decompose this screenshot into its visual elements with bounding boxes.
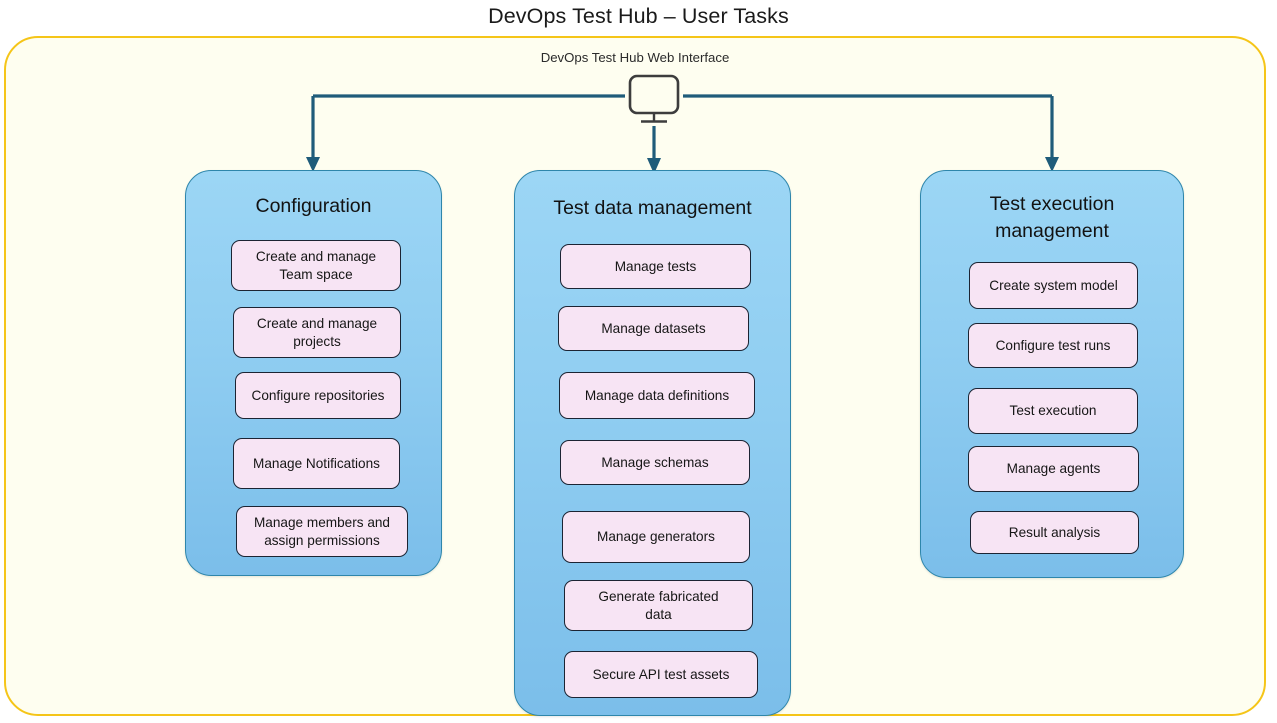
task-box[interactable]: Manage schemas bbox=[560, 440, 750, 485]
task-box[interactable]: Manage generators bbox=[562, 511, 750, 563]
task-box[interactable]: Manage data definitions bbox=[559, 372, 755, 419]
monitor-icon bbox=[628, 74, 680, 123]
task-box[interactable]: Create system model bbox=[969, 262, 1138, 309]
task-box[interactable]: Result analysis bbox=[970, 511, 1139, 554]
task-box[interactable]: Manage Notifications bbox=[233, 438, 400, 489]
group-title-test-execution-management: Test execution management bbox=[989, 193, 1115, 242]
group-title-test-data-management: Test data management bbox=[553, 197, 752, 219]
task-box[interactable]: Configure repositories bbox=[235, 372, 401, 419]
page-title: DevOps Test Hub – User Tasks bbox=[488, 4, 789, 28]
task-box[interactable]: Secure API test assets bbox=[564, 651, 758, 698]
task-box[interactable]: Create and manage Team space bbox=[231, 240, 401, 291]
task-box[interactable]: Manage datasets bbox=[558, 306, 749, 351]
task-box[interactable]: Manage tests bbox=[560, 244, 751, 289]
outer-container-label: DevOps Test Hub Web Interface bbox=[540, 50, 730, 65]
task-box[interactable]: Create and manage projects bbox=[233, 307, 401, 358]
task-box[interactable]: Test execution bbox=[968, 388, 1138, 434]
task-box[interactable]: Manage members and assign permissions bbox=[236, 506, 408, 557]
group-panel-test-execution-management[interactable]: Test execution management bbox=[920, 170, 1184, 578]
task-box[interactable]: Generate fabricated data bbox=[564, 580, 753, 631]
task-box[interactable]: Manage agents bbox=[968, 446, 1139, 492]
task-box[interactable]: Configure test runs bbox=[968, 323, 1138, 368]
group-title-configuration: Configuration bbox=[255, 195, 372, 217]
